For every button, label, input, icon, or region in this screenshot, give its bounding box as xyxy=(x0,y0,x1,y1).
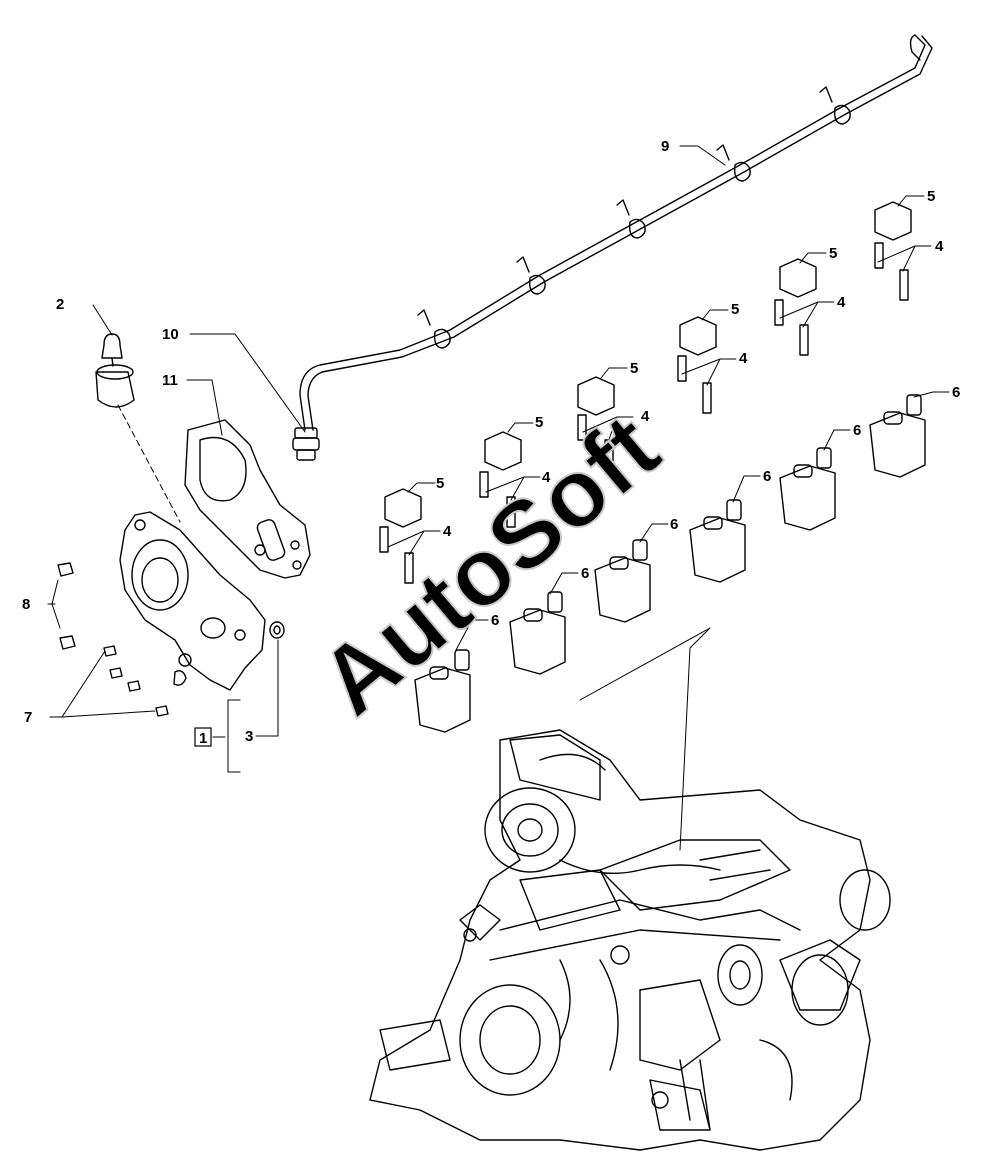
callout-5: 5 xyxy=(927,188,935,205)
gasket xyxy=(184,419,311,579)
plug-3 xyxy=(269,621,285,639)
callout-6: 6 xyxy=(853,422,861,439)
callout-11: 11 xyxy=(162,372,178,389)
callout-9: 9 xyxy=(661,138,669,155)
screws-7 xyxy=(103,645,169,717)
rail-pipe xyxy=(299,34,933,431)
callout-5: 5 xyxy=(535,414,543,431)
callout-3: 3 xyxy=(245,728,253,745)
callout-8: 8 xyxy=(22,596,30,613)
callout-5: 5 xyxy=(630,360,638,377)
callout-6: 6 xyxy=(670,516,678,533)
callout-box-1 xyxy=(194,727,212,747)
filter-cap xyxy=(95,333,135,408)
callout-5: 5 xyxy=(731,301,739,318)
callout-4: 4 xyxy=(542,469,551,486)
callout-6: 6 xyxy=(763,468,771,485)
callout-4: 4 xyxy=(641,408,650,425)
callout-labels: 1 2 3 4 4 4 4 4 4 5 5 5 5 5 5 6 6 6 6 6 … xyxy=(22,138,960,747)
cap-screws-8 xyxy=(57,562,76,650)
callout-4: 4 xyxy=(935,238,944,255)
clamps xyxy=(384,201,912,528)
callout-7: 7 xyxy=(24,709,32,726)
callout-10: 10 xyxy=(162,326,179,343)
callout-6: 6 xyxy=(491,612,499,629)
callout-6: 6 xyxy=(952,384,960,401)
callout-4: 4 xyxy=(837,294,846,311)
pump-housing xyxy=(119,511,266,691)
callout-4: 4 xyxy=(739,350,748,367)
leader-lines xyxy=(47,145,950,851)
callout-6: 6 xyxy=(581,565,589,582)
callout-2: 2 xyxy=(56,296,64,313)
callout-4: 4 xyxy=(443,523,452,540)
watermark: AutoSoft xyxy=(300,394,679,736)
callout-5: 5 xyxy=(829,245,837,262)
rail-fitting xyxy=(292,427,320,461)
callout-5: 5 xyxy=(436,475,444,492)
callout-1: 1 xyxy=(199,730,207,747)
engine-assembly xyxy=(369,729,891,1151)
